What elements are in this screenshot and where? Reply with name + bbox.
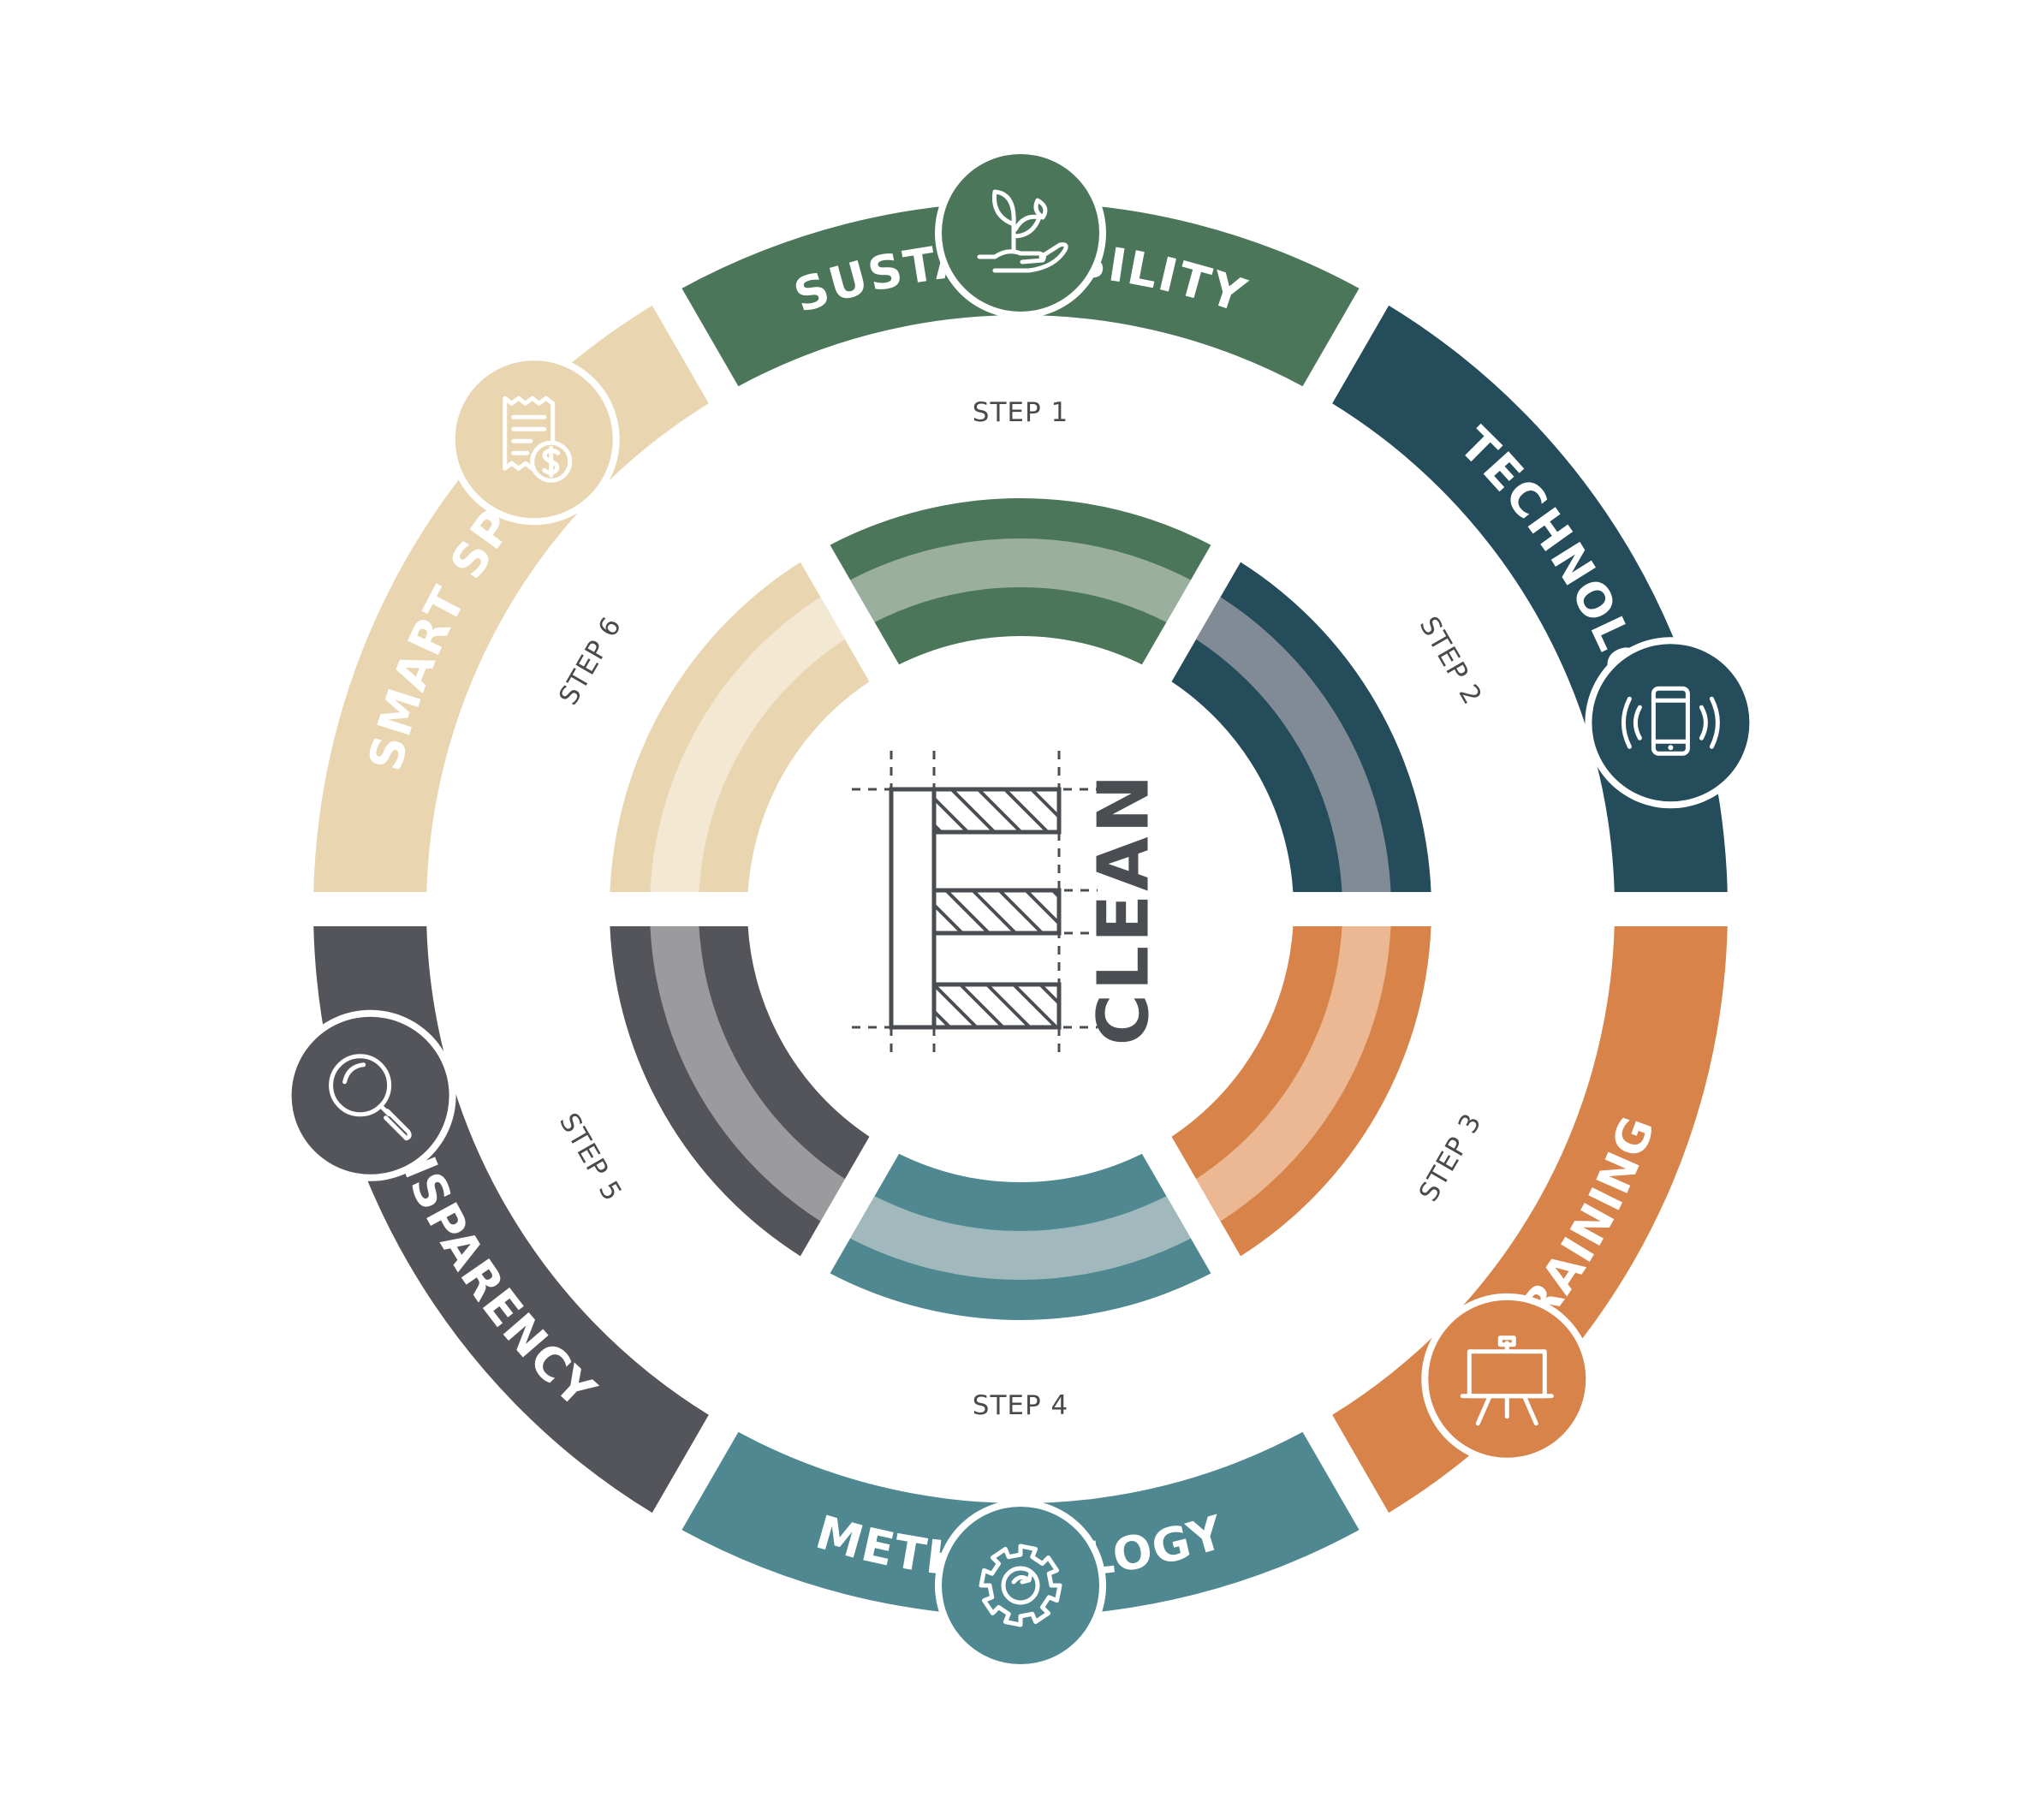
receipt-dollar-icon: [448, 354, 620, 526]
center-emblem: CLEAN: [852, 751, 1165, 1055]
vibrating-phone-icon: [1585, 637, 1757, 809]
inner-ring: [610, 498, 1431, 1320]
magnifier-icon: [284, 1009, 456, 1181]
inner-band-technology: [1171, 562, 1391, 892]
inner-band-methodology: [830, 1156, 1211, 1280]
step-label-transparency: STEP 5: [553, 1108, 628, 1206]
step-label-technology: STEP 2: [1413, 611, 1488, 710]
clean-blueprint-icon: [852, 751, 1098, 1055]
inner-band-sustainability: [830, 538, 1211, 663]
center-label: CLEAN: [1084, 771, 1165, 1046]
inner-band-training: [1171, 926, 1391, 1257]
step-label-methodology: STEP 4: [973, 1390, 1068, 1421]
step-label-sustainability: STEP 1: [973, 397, 1068, 428]
plant-in-hand-icon: [935, 147, 1106, 318]
inner-band-smart-spend: [650, 562, 870, 892]
step-label-training: STEP 3: [1413, 1108, 1488, 1206]
icon-badges: [284, 147, 1757, 1671]
presentation-easel-icon: [1421, 1293, 1593, 1465]
inner-band-transparency: [650, 926, 870, 1257]
gear-icon: [935, 1500, 1106, 1671]
step-label-smart-spend: STEP 6: [553, 611, 628, 710]
